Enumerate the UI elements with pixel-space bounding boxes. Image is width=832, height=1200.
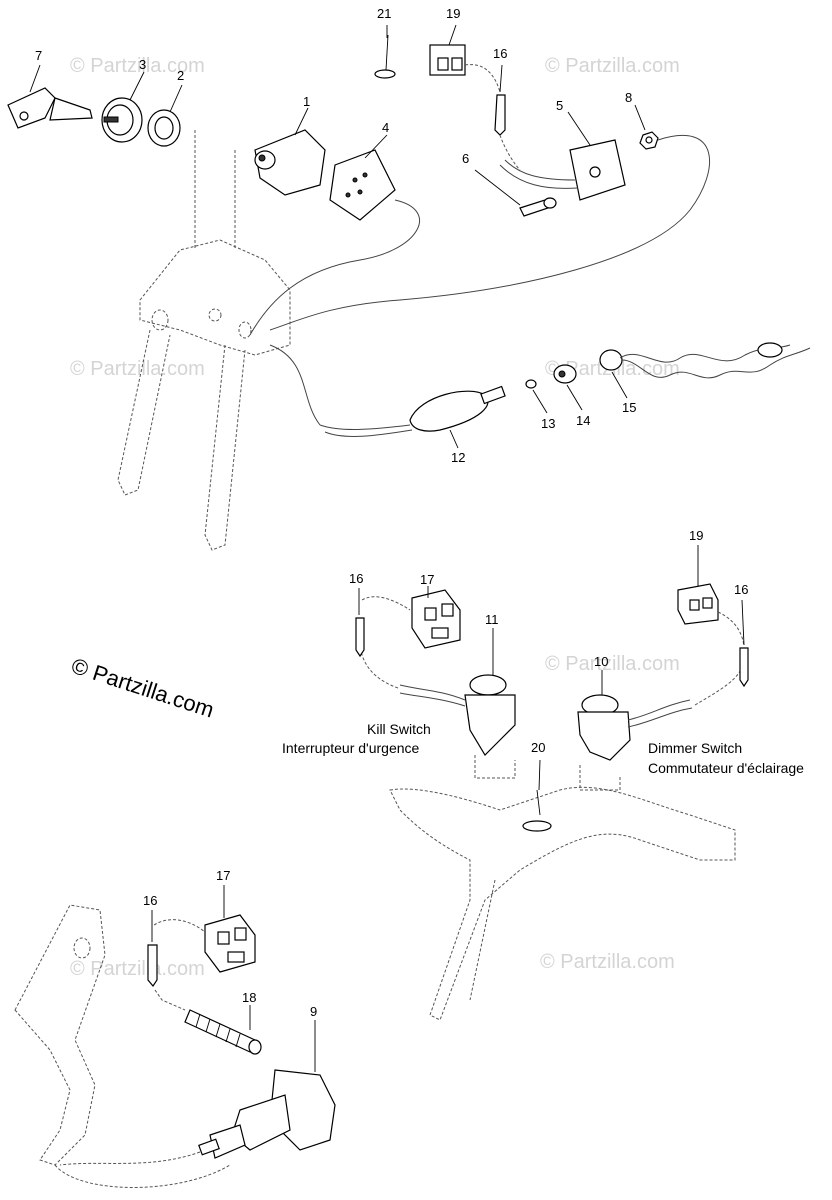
callout-8: 8: [625, 90, 632, 105]
switch-labels: Kill Switch Interrupteur d'urgence Dimme…: [282, 721, 804, 776]
brake-switch-part-9[interactable]: [59, 1069, 336, 1166]
insert-part-13[interactable]: [525, 379, 537, 389]
callout-3: 3: [139, 57, 146, 72]
terminal-part-16-low[interactable]: [147, 944, 158, 988]
callout-10: 10: [594, 654, 608, 669]
callout-5: 5: [556, 98, 563, 113]
key-part-7[interactable]: [7, 87, 93, 129]
callout-12: 12: [451, 450, 465, 465]
callout-19-mid: 19: [689, 528, 703, 543]
callout-18: 18: [242, 990, 256, 1005]
steering-column-frame: [117, 130, 291, 551]
terminal-part-16-mid-right[interactable]: [739, 647, 749, 688]
copyright-text: © Partzilla.com: [68, 653, 217, 723]
connector-part-19-mid[interactable]: [677, 583, 719, 625]
callout-6: 6: [462, 151, 469, 166]
callout-4: 4: [382, 120, 389, 135]
brake-lever-frame: [14, 904, 231, 1188]
terminal-part-16-mid-left[interactable]: [355, 617, 365, 658]
sleeve-part-18[interactable]: [184, 1009, 262, 1055]
kill-switch-part-11[interactable]: [464, 674, 516, 756]
cap-part-14[interactable]: [553, 364, 577, 384]
tie-wrap-part-20[interactable]: [522, 789, 552, 832]
callout-11: 11: [485, 612, 499, 627]
connector-part-19-top[interactable]: [429, 44, 466, 76]
watermark: © Partzilla.com: [540, 951, 675, 973]
tie-wrap-part-21[interactable]: [374, 34, 396, 79]
callout-13: 13: [541, 416, 555, 431]
module-part-5[interactable]: [569, 139, 626, 201]
connector-part-17-mid[interactable]: [411, 589, 461, 649]
tether-cord-part-15[interactable]: [599, 342, 811, 379]
callout-7: 7: [35, 48, 42, 63]
watermark: © Partzilla.com: [545, 55, 680, 77]
watermark: © Partzilla.com: [545, 653, 680, 675]
tether-switch-part-12[interactable]: [409, 385, 506, 432]
callout-19-top: 19: [446, 6, 460, 21]
bezel-part-3[interactable]: [101, 97, 143, 143]
callout-20: 20: [531, 740, 545, 755]
watermark: © Partzilla.com: [70, 958, 205, 980]
callout-21: 21: [377, 6, 391, 21]
callout-14: 14: [576, 413, 590, 428]
dimmer-switch-label-fr: Commutateur d'éclairage: [648, 760, 804, 776]
terminal-part-16-top[interactable]: [494, 94, 506, 136]
callout-17-low: 17: [216, 868, 230, 883]
dimmer-switch-label: Dimmer Switch: [648, 740, 742, 756]
kill-switch-label: Kill Switch: [367, 721, 431, 737]
kill-switch-label-fr: Interrupteur d'urgence: [282, 740, 420, 756]
nut-part-2[interactable]: [147, 109, 181, 147]
watermark: © Partzilla.com: [70, 55, 205, 77]
dimmer-switch-part-10[interactable]: [577, 694, 631, 761]
watermark: © Partzilla.com: [70, 358, 205, 380]
callouts: 1 2 3 4 5 6 7 8 9 10 11 12 13 14 15 16 1…: [35, 6, 748, 1019]
screw-part-6[interactable]: [519, 197, 557, 217]
connector-part-17-low[interactable]: [204, 914, 256, 973]
callout-16-mid-right: 16: [734, 582, 748, 597]
callout-17-mid: 17: [420, 572, 434, 587]
leader-lines: [29, 24, 745, 1072]
callout-2: 2: [177, 68, 184, 83]
callout-1: 1: [303, 94, 310, 109]
rubber-cover-part-4[interactable]: [329, 149, 396, 221]
nut-part-8[interactable]: [639, 131, 659, 150]
callout-16-top: 16: [493, 46, 507, 61]
callout-15: 15: [622, 400, 636, 415]
callout-16-low: 16: [143, 893, 157, 908]
handlebar-frame: [389, 786, 736, 1021]
ignition-switch-part-1[interactable]: [254, 129, 326, 196]
callout-9: 9: [310, 1004, 317, 1019]
callout-16-mid-left: 16: [349, 571, 363, 586]
